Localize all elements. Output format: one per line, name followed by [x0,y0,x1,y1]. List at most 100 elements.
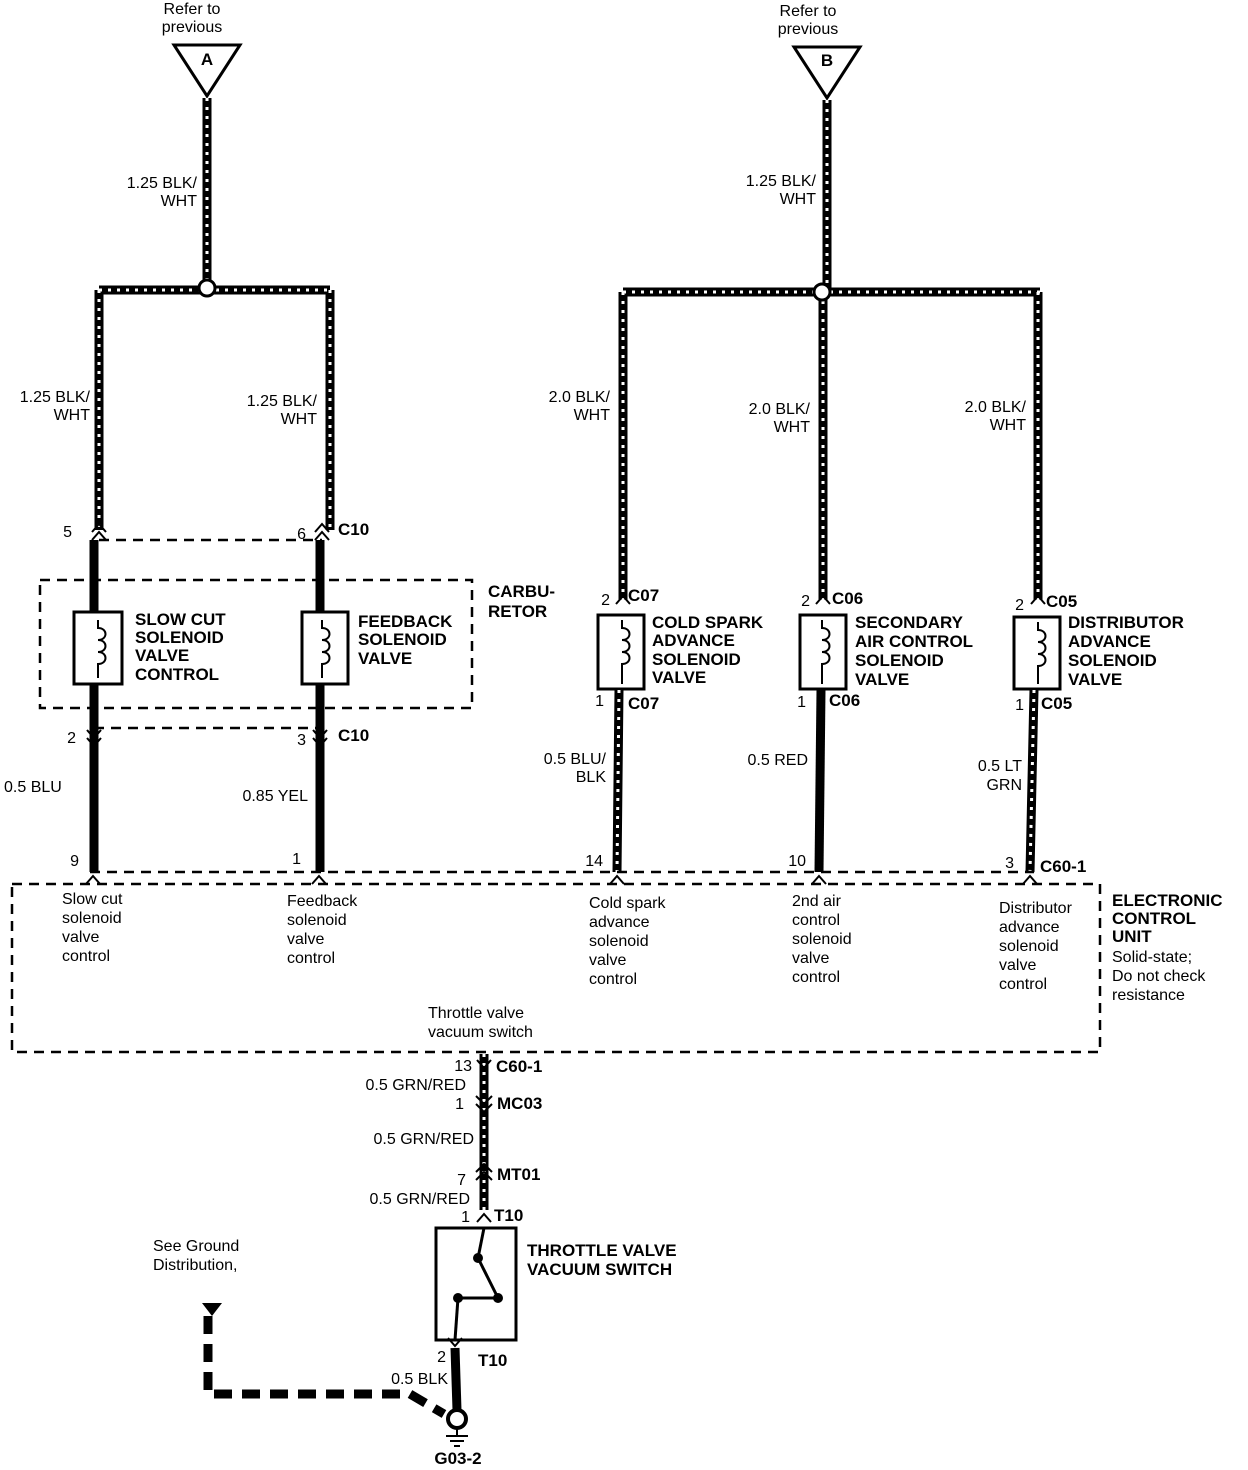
wire-mc03-mt01: 0.5 GRN/RED [374,1131,474,1148]
ground-g03-2: G03-2 [434,1408,482,1468]
ecu-note-1: Solid-state; [1112,949,1192,966]
wires-group-a [94,98,335,530]
ref-a: Refer to previous A [162,1,243,99]
ecu-box [10,882,1102,1054]
ecu-slow-cut-label: Slow cut solenoid valve control [62,891,123,965]
svg-text:control: control [999,976,1047,993]
svg-text:valve: valve [999,957,1036,974]
c05-top-label: C05 [1046,592,1077,611]
wire-b-main-2: WHT [780,191,817,208]
wire-cold-top-1: 2.0 BLK/ [549,389,611,406]
slow-cut-label-4: CONTROL [135,665,219,684]
ground-arrow-icon [202,1303,222,1316]
pin-dist-top: 2 [1015,597,1024,614]
svg-text:control: control [792,912,840,929]
ecu-feedback-label: Feedback solenoid valve control [287,893,358,967]
svg-text:valve: valve [287,931,324,948]
carburetor-label-2: RETOR [488,602,547,621]
svg-text:Slow cut: Slow cut [62,891,123,908]
wire-slow-bottom: 0.5 BLU [4,779,62,796]
ecu-cold-spark-label: Cold spark advance solenoid valve contro… [589,895,666,988]
ecu-throttle-label: Throttle valve vacuum switch [428,1005,533,1041]
t10-top-label: T10 [494,1206,523,1225]
sec-label-4: VALVE [855,670,909,689]
wire-sec-bottom: 0.5 RED [748,752,808,769]
wire-dist-bottom-2: GRN [986,777,1022,794]
svg-text:control: control [589,971,637,988]
c06-bottom-label: C06 [829,691,860,710]
throttle-label-2: VACUUM SWITCH [527,1260,672,1279]
c05-bottom-label: C05 [1041,694,1072,713]
c07-bottom-label: C07 [628,694,659,713]
ground-splice-icon [446,1408,468,1430]
wire-cold-bottom-1: 0.5 BLU/ [544,751,607,768]
carburetor-label-1: CARBU- [488,582,555,601]
feedback-label-2: SOLENOID [358,630,447,649]
sec-label-1: SECONDARY [855,613,964,632]
svg-text:solenoid: solenoid [999,938,1059,955]
ground-note-1: See Ground [153,1238,239,1255]
pin-cold-top: 2 [601,592,610,609]
svg-text:control: control [287,950,335,967]
wire-a-main-2: WHT [161,193,198,210]
pin-slow-bot: 2 [67,730,76,747]
wire-dist-top-2: WHT [990,417,1027,434]
pin-cold-bot: 1 [595,693,604,710]
ref-b: Refer to previous B [778,3,863,101]
wire-cold-top-2: WHT [574,407,611,424]
wire-feed-top-1: 1.25 BLK/ [247,393,318,410]
ecu-note-2: Do not check [1112,968,1206,985]
c06-top-label: C06 [832,589,863,608]
svg-text:Throttle valve: Throttle valve [428,1005,524,1022]
pin-ecu-throttle: 13 [454,1058,472,1075]
svg-text:advance: advance [999,919,1060,936]
ground-reference: See Ground Distribution, [153,1238,447,1418]
coil-icon [821,620,831,684]
wire-ground: 0.5 BLK [391,1371,448,1388]
ref-a-note-1: Refer to [164,1,221,18]
pin-ecu-sec: 10 [788,853,806,870]
pin-mt01: 7 [457,1172,466,1189]
ref-b-note-2: previous [778,21,838,38]
wire-sec-top-2: WHT [774,419,811,436]
sec-label-3: SOLENOID [855,651,944,670]
ref-b-triangle [791,45,863,101]
c60-label: C60-1 [1040,857,1086,876]
ref-a-triangle [171,43,243,99]
pin-t10-top: 1 [461,1209,470,1226]
slow-cut-label-2: SOLENOID [135,628,224,647]
pin-ecu-feed: 1 [292,851,301,868]
svg-text:Distributor: Distributor [999,900,1073,917]
pin-mc03: 1 [455,1096,464,1113]
svg-text:control: control [62,948,110,965]
c10-top-label: C10 [338,520,369,539]
svg-text:valve: valve [589,952,626,969]
ecu-title-1: ELECTRONIC [1112,891,1223,910]
svg-text:control: control [792,969,840,986]
cold-spark-solenoid: 2 C07 1 C07 COLD SPARK ADVANCE SOLENOID … [595,586,764,713]
distributor-solenoid: 2 C05 1 C05 DISTRIBUTOR ADVANCE SOLENOID… [1012,592,1184,714]
wire-a-main-1: 1.25 BLK/ [127,175,198,192]
ref-b-letter: B [821,51,833,70]
svg-text:Feedback: Feedback [287,893,358,910]
svg-text:Cold spark: Cold spark [589,895,666,912]
pin-slow-top: 5 [63,524,72,541]
mc03-label: MC03 [497,1094,542,1113]
pin-t10-bot: 2 [437,1349,446,1366]
coil-icon [97,620,107,678]
slow-cut-label-3: VALVE [135,646,189,665]
wire-slow-top-2: WHT [54,407,91,424]
cold-label-2: ADVANCE [652,631,735,650]
c07-top-label: C07 [628,586,659,605]
c10-bottom-label: C10 [338,726,369,745]
svg-text:2nd air: 2nd air [792,893,842,910]
splice-b [812,282,832,302]
dist-label-2: ADVANCE [1068,632,1151,651]
ref-b-note-1: Refer to [780,3,837,20]
wire-feed-top-2: WHT [281,411,318,428]
ref-a-letter: A [201,50,213,69]
sec-label-2: AIR CONTROL [855,632,973,651]
wire-mt01-t10: 0.5 GRN/RED [370,1191,470,1208]
svg-text:valve: valve [792,950,829,967]
